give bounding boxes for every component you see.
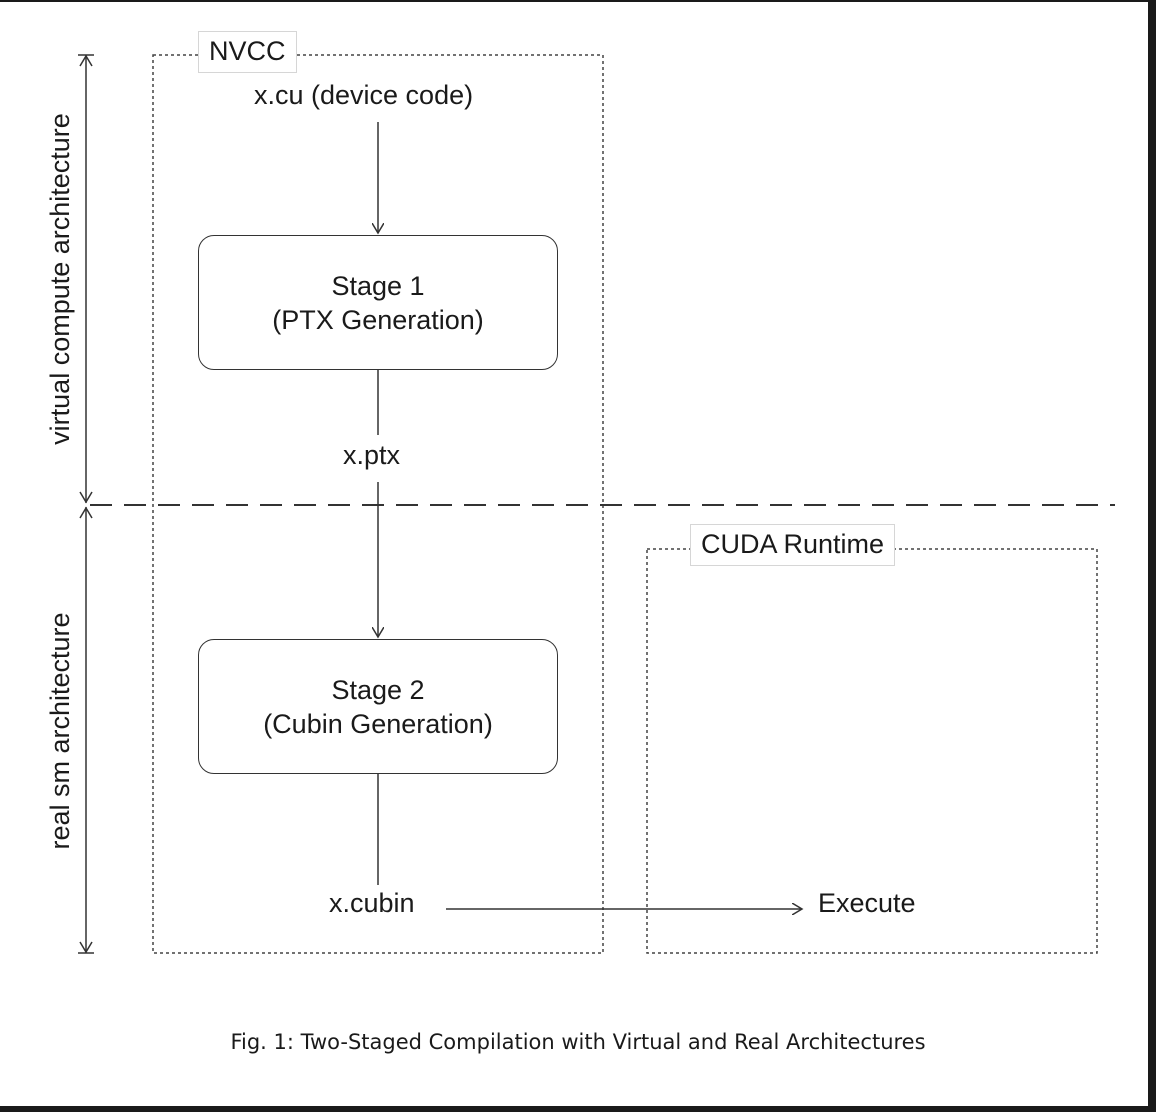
stage1-title: Stage 1	[331, 270, 425, 301]
stage1-subtitle: (PTX Generation)	[272, 304, 484, 335]
input-label: x.cu (device code)	[254, 80, 474, 110]
cuda-runtime-label: CUDA Runtime	[690, 524, 896, 566]
virtual-axis-label: virtual compute architecture	[45, 113, 75, 445]
stage1-box: Stage 1 (PTX Generation)	[198, 235, 558, 370]
virtual-axis-top-arrow	[79, 54, 93, 67]
cubin-label: x.cubin	[329, 888, 415, 918]
stage2-box: Stage 2 (Cubin Generation)	[198, 639, 558, 774]
stage2-title: Stage 2	[331, 674, 425, 705]
nvcc-label: NVCC	[198, 31, 297, 73]
execute-label: Execute	[818, 888, 916, 918]
real-axis-bottom-arrow	[79, 941, 93, 954]
nvcc-container	[152, 54, 604, 954]
real-axis-label: real sm architecture	[45, 612, 75, 850]
stage2-subtitle: (Cubin Generation)	[263, 708, 493, 739]
ptx-label: x.ptx	[343, 440, 401, 470]
virtual-axis-bottom-arrow	[79, 491, 93, 504]
real-axis-top-arrow	[79, 506, 93, 519]
figure-caption: Fig. 1: Two-Staged Compilation with Virt…	[230, 1030, 926, 1054]
